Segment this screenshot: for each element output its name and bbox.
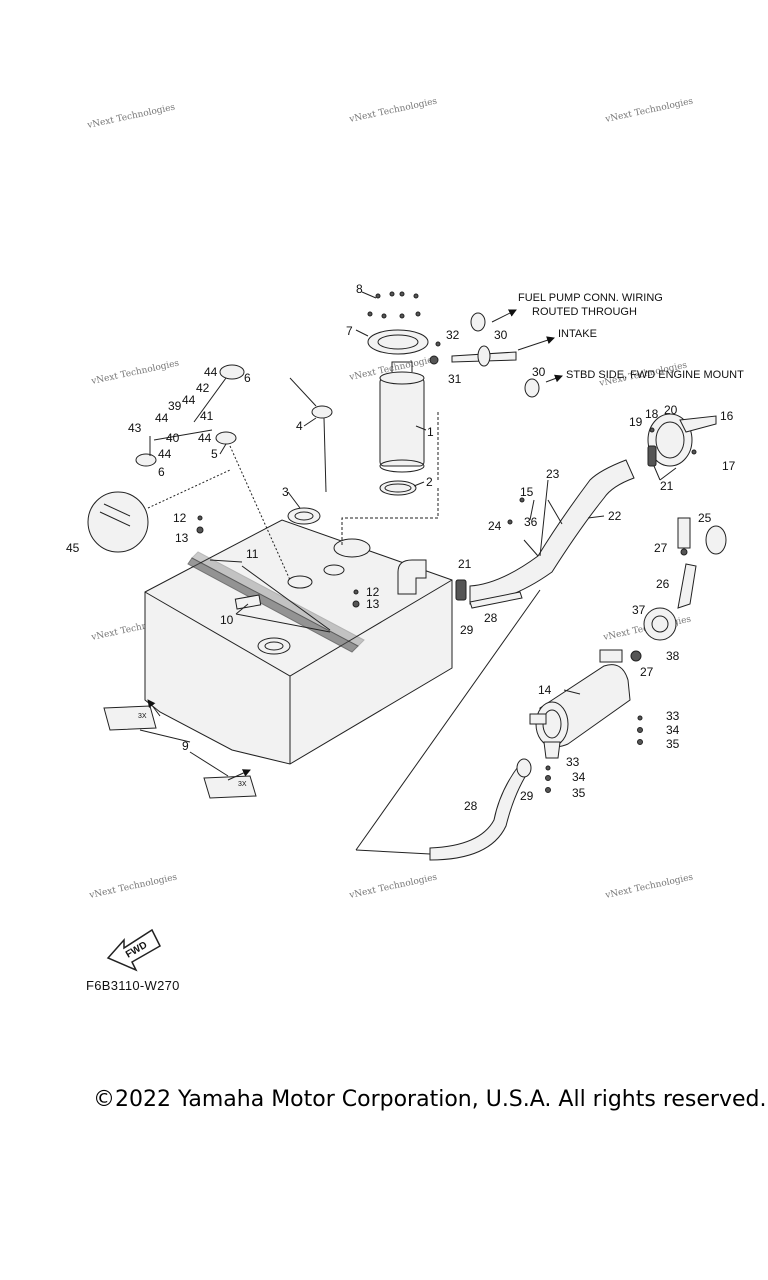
note-intake: INTAKE — [558, 328, 597, 340]
watermark: vNext Technologies — [90, 358, 181, 387]
callout: 24 — [488, 519, 502, 533]
note-routed-through: ROUTED THROUGH — [532, 306, 637, 318]
callout: 26 — [656, 577, 670, 591]
water-separator — [529, 649, 631, 759]
callouts: 8 7 32 30 31 30 1 2 3 4 5 44 6 42 44 39 … — [66, 282, 736, 813]
note-fuel-pump-wiring: FUEL PUMP CONN. WIRING — [518, 292, 663, 304]
callout: 11 — [246, 547, 259, 561]
watermark: vNext Technologies — [88, 872, 179, 901]
callout: 20 — [664, 403, 678, 417]
callout: 37 — [632, 603, 646, 617]
fasteners — [196, 497, 643, 793]
fuel-tank — [144, 507, 453, 765]
fuel-sender — [289, 377, 333, 493]
callout: 44 — [198, 431, 212, 445]
callout: 34 — [666, 723, 680, 737]
callout: 1 — [427, 425, 434, 439]
callout: 33 — [566, 755, 580, 769]
callout: 12 — [173, 511, 187, 525]
hose-28 — [429, 591, 532, 861]
callout: 6 — [244, 371, 251, 385]
callout: 18 — [645, 407, 659, 421]
notes: FUEL PUMP CONN. WIRING ROUTED THROUGH IN… — [518, 292, 744, 381]
diagram-code: F6B3110-W270 — [86, 978, 180, 993]
callout: 12 — [366, 585, 380, 599]
callout: 9 — [182, 739, 189, 753]
callout: 25 — [698, 511, 712, 525]
callout: 21 — [660, 479, 674, 493]
filler-neck — [647, 413, 717, 467]
callout: 41 — [200, 409, 214, 423]
callout: 13 — [366, 597, 380, 611]
callout: 29 — [520, 789, 534, 803]
filler-hose — [469, 459, 635, 605]
callout: 22 — [608, 509, 622, 523]
callout: 10 — [220, 613, 234, 627]
callout: 14 — [538, 683, 552, 697]
callout: 44 — [182, 393, 196, 407]
callout: 27 — [654, 541, 668, 555]
watermark: vNext Technologies — [348, 96, 439, 125]
vent-assembly — [135, 364, 291, 581]
callout: 4 — [296, 419, 303, 433]
hose-clamps — [455, 445, 657, 601]
callout: 31 — [448, 372, 462, 386]
callout: 44 — [158, 447, 172, 461]
callout: 44 — [155, 411, 169, 425]
watermark: vNext Technologies — [604, 872, 695, 901]
callout: 21 — [458, 557, 472, 571]
callout: 13 — [175, 531, 189, 545]
intake-pipe — [429, 309, 563, 398]
callout: 8 — [356, 282, 363, 296]
callout: 38 — [666, 649, 680, 663]
callout: 35 — [666, 737, 680, 751]
fuel-pump — [341, 329, 439, 545]
detail-45 — [87, 469, 231, 553]
bracket-and-fittings — [630, 517, 727, 662]
callout: 30 — [494, 328, 508, 342]
reference-line — [355, 589, 541, 851]
copyright-notice: ©2022 Yamaha Motor Corporation, U.S.A. A… — [93, 1087, 767, 1112]
callout: 45 — [66, 541, 80, 555]
watermark: vNext Technologies — [86, 102, 177, 131]
pad-label: 3X — [138, 713, 147, 720]
callout: 15 — [520, 485, 534, 499]
callout: 6 — [158, 465, 165, 479]
callout: 5 — [211, 447, 218, 461]
note-stbd-side: STBD SIDE, FWD ENGINE MOUNT — [566, 369, 744, 381]
callout: 36 — [524, 515, 538, 529]
leader-lines — [209, 291, 677, 695]
callout: 35 — [572, 786, 586, 800]
adhesive-pads: 3X 3X — [103, 699, 257, 799]
bolts-8 — [367, 291, 421, 319]
callout: 39 — [168, 399, 182, 413]
watermark: vNext Technologies — [348, 872, 439, 901]
watermark: vNext Technologies — [604, 96, 695, 125]
callout: 23 — [546, 467, 560, 481]
fwd-arrow-icon: FWD — [106, 928, 161, 972]
callout: 32 — [446, 328, 460, 342]
callout: 28 — [484, 611, 498, 625]
callout: 16 — [720, 409, 734, 423]
callout: 30 — [532, 365, 546, 379]
callout: 43 — [128, 421, 142, 435]
callout: 7 — [346, 324, 353, 338]
callout: 34 — [572, 770, 586, 784]
pad-label: 3X — [238, 781, 247, 788]
callout: 28 — [464, 799, 478, 813]
callout: 42 — [196, 381, 210, 395]
callout: 19 — [629, 415, 643, 429]
callout: 2 — [426, 475, 433, 489]
callout: 40 — [166, 431, 180, 445]
callout: 3 — [282, 485, 289, 499]
callout: 17 — [722, 459, 736, 473]
callout: 27 — [640, 665, 654, 679]
callout: 33 — [666, 709, 680, 723]
callout: 29 — [460, 623, 474, 637]
callout: 44 — [204, 365, 218, 379]
